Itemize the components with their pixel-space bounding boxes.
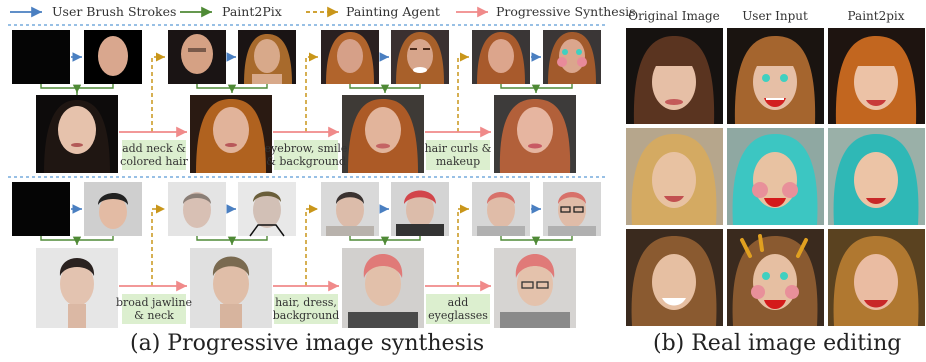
edit-r2-user-input xyxy=(727,128,824,225)
arrow-orange-r2-1 xyxy=(151,204,165,286)
bracket-green-r2-4 xyxy=(500,236,573,241)
legend-painting-agent: Painting Agent xyxy=(346,4,440,19)
edit-r3-paint2pix xyxy=(828,229,925,326)
stage-label-box-r1-3 xyxy=(426,140,490,170)
stage2-brush-photo xyxy=(238,30,296,84)
stage-label-box-r2-3 xyxy=(426,294,490,324)
edit-r2-original xyxy=(626,128,723,225)
stage4-input-photo xyxy=(472,30,530,84)
arrow-orange-r2-2 xyxy=(305,204,318,286)
stage-label-r1-2-line2: & background xyxy=(266,155,346,168)
stage4-brush-photo-r2 xyxy=(543,182,601,236)
stage-label-r1-3-line1: hair curls & xyxy=(425,142,492,155)
legend: User Brush Strokes Paint2Pix Painting Ag… xyxy=(10,4,636,19)
stage3-brush-photo xyxy=(391,30,449,84)
legend-progressive-synthesis: Progressive Synthesis xyxy=(496,4,636,19)
brush-canvas-face-r2 xyxy=(84,182,142,236)
bracket-green-r1-3 xyxy=(349,84,421,89)
arrow-orange-r1-1 xyxy=(151,52,165,132)
stage-label-box-r1-1 xyxy=(122,140,186,170)
bracket-green-r1-4 xyxy=(500,84,573,89)
block-female: add neck & colored hair eyebrow, smile &… xyxy=(12,30,601,173)
output-photo-r2-4 xyxy=(494,248,576,328)
legend-paint2pix: Paint2Pix xyxy=(222,4,282,19)
stage2-brush-photo-r2 xyxy=(238,182,296,237)
stage-label-box-r2-2 xyxy=(274,294,338,324)
output-photo-r2-3 xyxy=(342,248,424,328)
edit-r2-paint2pix xyxy=(828,128,925,225)
stage-label-r1-1-line2: colored hair xyxy=(120,155,188,168)
stage-label-r1-2-line1: eyebrow, smile xyxy=(265,142,348,155)
stage-label-r1-1-line1: add neck & xyxy=(122,142,186,155)
stage-label-box-r2-1 xyxy=(122,294,186,324)
stage4-brush-photo xyxy=(543,30,601,84)
real-image-editing-panel: Original Image User Input Paint2pix xyxy=(626,9,925,326)
output-photo-r2-2 xyxy=(190,248,272,328)
stage3-input-photo xyxy=(321,30,379,84)
bracket-green-r2-2 xyxy=(196,236,268,241)
caption-left: (a) Progressive image synthesis xyxy=(130,331,485,356)
arrow-orange-r1-3 xyxy=(457,52,469,132)
stage-label-r1-3-line2: makeup xyxy=(436,155,480,168)
edit-r3-original xyxy=(626,229,723,326)
output-photo-r2-1 xyxy=(36,248,118,328)
header-paint2pix: Paint2pix xyxy=(848,9,905,23)
arrow-orange-r1-2 xyxy=(305,52,318,132)
stage-label-r2-3-line1: add xyxy=(448,296,469,309)
output-photo-r1-3 xyxy=(342,95,424,173)
stage3-brush-photo-r2 xyxy=(391,182,449,236)
stage-label-r2-3-line2: eyeglasses xyxy=(428,309,488,322)
bracket-green-r1-2 xyxy=(196,84,268,89)
edit-r1-user-input xyxy=(727,28,824,124)
stage3-input-photo-r2 xyxy=(321,182,379,236)
caption-right: (b) Real image editing xyxy=(653,331,902,356)
block-male: broad jawline & neck hair, dress, backgr… xyxy=(12,182,601,328)
header-original-image: Original Image xyxy=(628,9,720,23)
stage-label-r2-2-line1: hair, dress, xyxy=(275,296,337,309)
header-user-input: User Input xyxy=(742,9,808,23)
stage-label-r2-1-line1: broad jawline xyxy=(116,296,192,309)
edit-r1-paint2pix xyxy=(828,28,925,124)
edit-r3-user-input xyxy=(727,229,824,326)
stage-label-r2-2-line2: background xyxy=(273,309,340,322)
stage-label-r2-1-line2: & neck xyxy=(134,309,174,322)
bracket-green-r2-1 xyxy=(40,236,114,241)
stage2-input-photo xyxy=(168,30,226,84)
legend-user-brush-strokes: User Brush Strokes xyxy=(52,4,176,19)
brush-canvas-face xyxy=(84,30,142,84)
output-photo-r1-2 xyxy=(190,95,272,173)
output-photo-r1-4 xyxy=(494,95,576,173)
arrow-orange-r2-3 xyxy=(457,204,469,286)
stage2-input-photo-r2 xyxy=(168,182,226,236)
brush-canvas-blank-r2 xyxy=(12,182,70,236)
stage4-input-photo-r2 xyxy=(472,182,530,236)
bracket-green-r2-3 xyxy=(349,236,421,241)
edit-r1-original xyxy=(626,28,723,124)
stage-label-box-r1-2 xyxy=(274,140,338,170)
brush-canvas-blank xyxy=(12,30,70,84)
output-photo-r1-1 xyxy=(36,95,118,173)
